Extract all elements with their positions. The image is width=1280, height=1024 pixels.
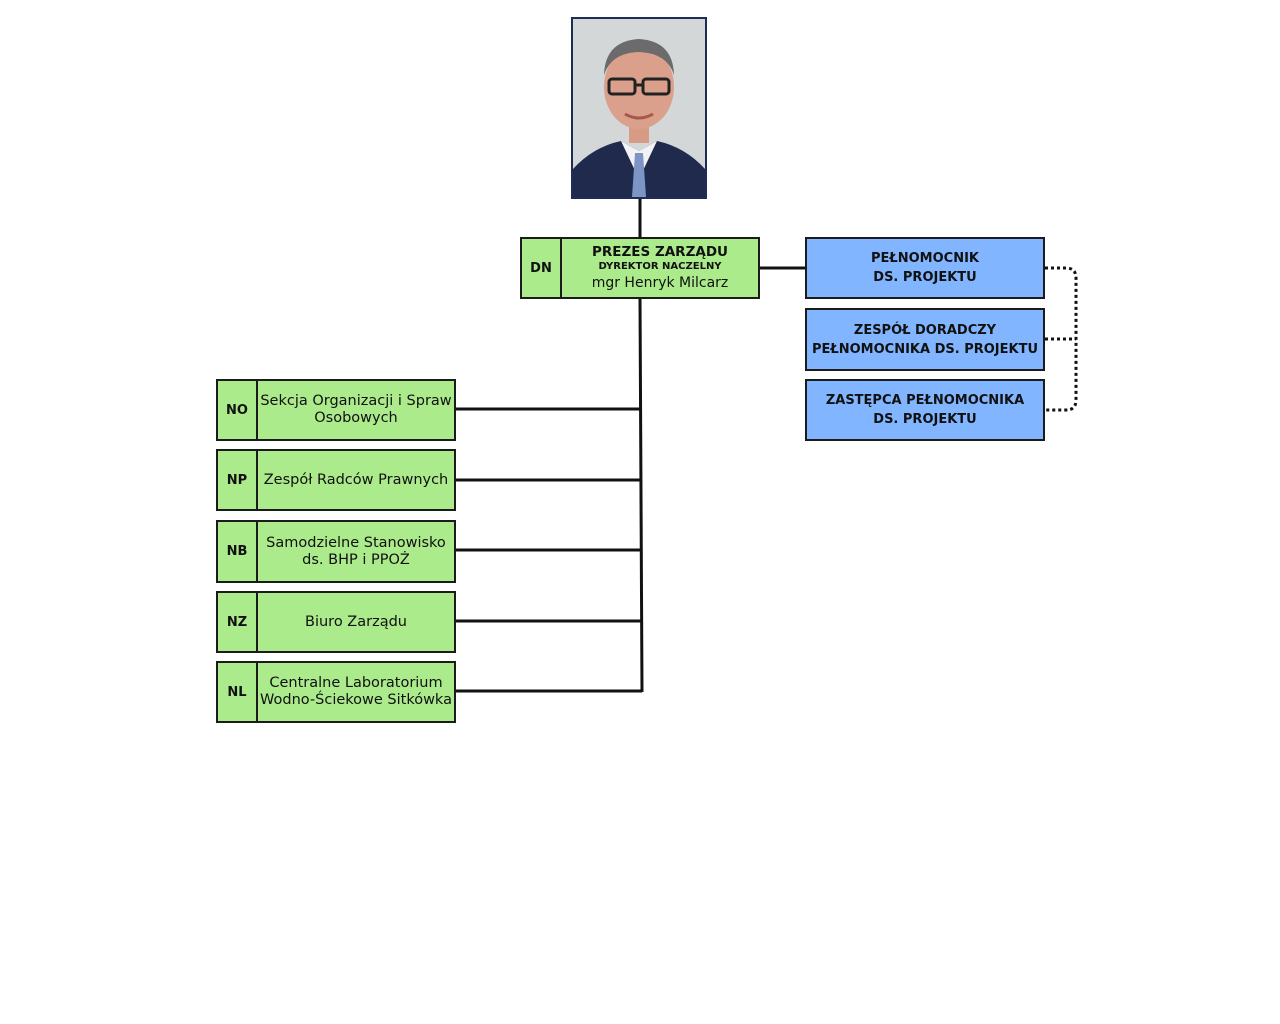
project-box-plenipotentiary[interactable]: PEŁNOMOCNIK DS. PROJEKTU [805, 237, 1045, 299]
unit-box-nl[interactable]: NL Centralne Laboratorium Wodno-Ściekowe… [216, 661, 456, 723]
unit-code-nz: NZ [218, 593, 258, 651]
unit-box-nz[interactable]: NZ Biuro Zarządu [216, 591, 456, 653]
project-label-line: DS. PROJEKTU [873, 270, 977, 285]
unit-code-nb: NB [218, 522, 258, 581]
unit-label-line: Samodzielne Stanowisko [266, 534, 446, 551]
unit-box-no[interactable]: NO Sekcja Organizacji i Spraw Osobowych [216, 379, 456, 441]
unit-label-line: Centralne Laboratorium [269, 675, 443, 691]
unit-label-line: Osobowych [314, 410, 398, 426]
unit-code-np: NP [218, 451, 258, 509]
unit-label-line: Zespół Radców Prawnych [263, 471, 449, 488]
head-box[interactable]: DN PREZES ZARZĄDU DYREKTOR NACZELNY mgr … [520, 237, 760, 299]
head-person: mgr Henryk Milcarz [591, 275, 729, 291]
head-title: PREZES ZARZĄDU [592, 244, 728, 260]
unit-label-line: Sekcja Organizacji i Spraw [260, 393, 452, 409]
unit-label-line: Biuro Zarządu [305, 613, 407, 630]
director-portrait [571, 17, 707, 199]
project-label-line: DS. PROJEKTU [873, 412, 977, 427]
project-label-line: ZESPÓŁ DORADCZY [853, 322, 997, 338]
trunk-line [638, 297, 644, 693]
unit-code-nl: NL [218, 663, 258, 721]
project-label-line: PEŁNOMOCNIKA DS. PROJEKTU [811, 341, 1038, 357]
project-box-deputy[interactable]: ZASTĘPCA PEŁNOMOCNIKA DS. PROJEKTU [805, 379, 1045, 441]
project-label-line: PEŁNOMOCNIK [870, 251, 979, 266]
project-label-line: ZASTĘPCA PEŁNOMOCNIKA [825, 393, 1025, 408]
head-subtitle: DYREKTOR NACZELNY [598, 261, 722, 272]
unit-label-line: ds. BHP i PPOŻ [302, 551, 410, 568]
unit-box-nb[interactable]: NB Samodzielne Stanowisko ds. BHP i PPOŻ [216, 520, 456, 583]
project-box-advisory-team[interactable]: ZESPÓŁ DORADCZY PEŁNOMOCNIKA DS. PROJEKT… [805, 308, 1045, 371]
unit-code-no: NO [218, 381, 258, 439]
unit-box-np[interactable]: NP Zespół Radców Prawnych [216, 449, 456, 511]
head-code: DN [522, 239, 562, 297]
unit-label-line: Wodno-Ściekowe Sitkówka [260, 692, 452, 708]
